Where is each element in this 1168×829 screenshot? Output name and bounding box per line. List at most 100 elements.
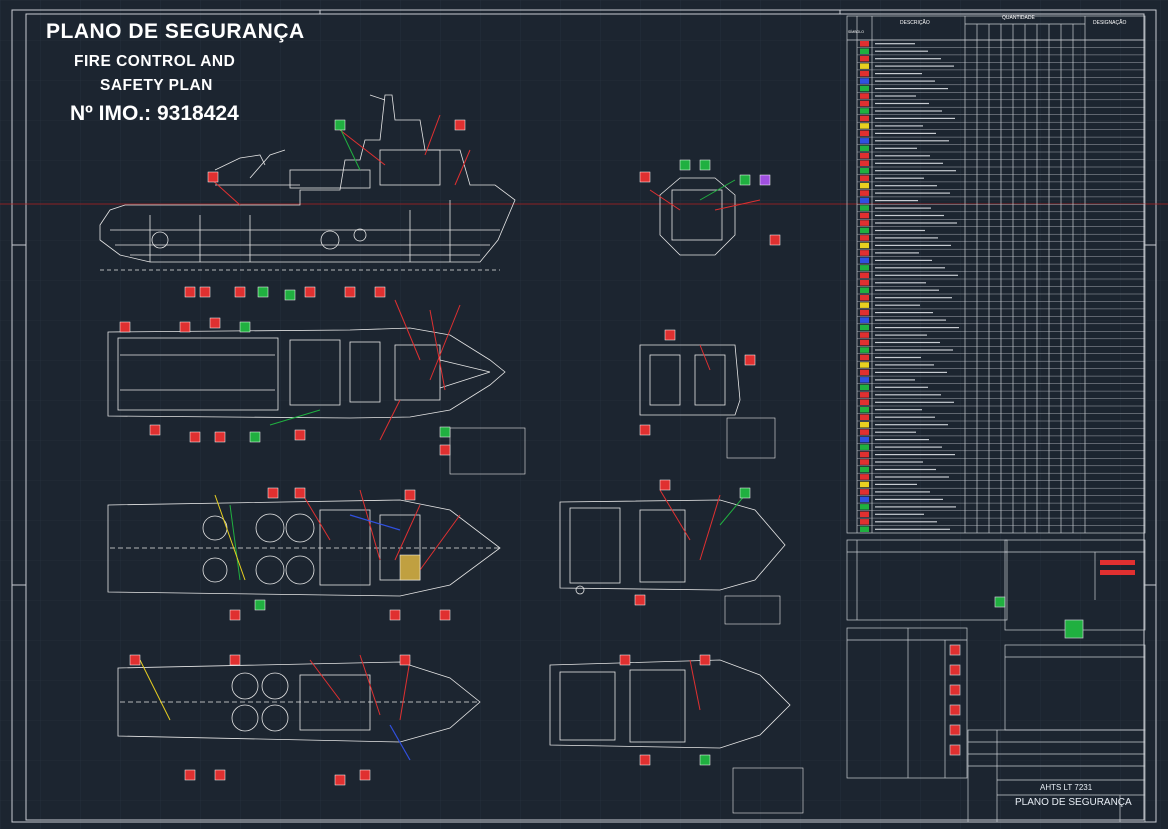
sheet-border (11, 9, 1157, 823)
legend-row-symbol (860, 197, 869, 204)
legend-row-symbol (860, 407, 869, 413)
plan-title-english-line1: FIRE CONTROL AND (74, 53, 236, 70)
yellow-routing-lines (139, 494, 246, 721)
legend-row-symbol (860, 160, 869, 166)
legend-row-description-mark (875, 73, 922, 75)
legend-row-description-mark (875, 88, 948, 90)
ship-profile-view (99, 94, 516, 271)
legend-row-description-mark (875, 327, 959, 329)
legend-row-symbol (860, 63, 869, 69)
legend-row-description-mark (875, 237, 938, 239)
plan-bridge-deck (639, 344, 741, 416)
legend-row-description-mark (875, 394, 941, 396)
legend-row-symbol (860, 309, 869, 316)
legend-row-symbol (860, 287, 869, 293)
legend-row-description-mark (875, 506, 956, 508)
legend-row-symbol (860, 220, 869, 226)
legend-row-symbol (860, 78, 869, 84)
legend-row-symbol (860, 190, 869, 196)
legend-row-symbol (860, 362, 869, 368)
deck-plan-tank-deck (107, 499, 501, 597)
legend-row-symbol (860, 100, 869, 107)
legend-row-symbol (860, 212, 869, 219)
legend-row-symbol (860, 384, 869, 391)
legend-row-description-mark (875, 289, 939, 291)
legend-row-symbol (860, 115, 869, 122)
ventilation-table (846, 627, 968, 779)
plan-forecastle-deck (549, 659, 791, 749)
legend-row-symbol (860, 436, 869, 443)
legend-row-description-mark (875, 401, 954, 403)
legend-row-description-mark (875, 461, 923, 463)
legend-row-description-mark (875, 214, 944, 217)
legend-row-description-mark (875, 468, 936, 471)
legend-row-symbol (860, 108, 869, 114)
legend-col-quantity: QUANTIDADE (1002, 15, 1035, 21)
legend-row-symbol (860, 205, 869, 211)
legend-row-description-mark (875, 476, 949, 478)
legend-row-description-mark (875, 274, 958, 276)
legend-row-symbol (860, 130, 869, 137)
legend-row-symbol (860, 55, 869, 62)
legend-row-symbol (860, 444, 869, 450)
title-block-drawing-title: PLANO DE SEGURANÇA (1015, 797, 1132, 808)
legend-row-symbol (860, 295, 869, 301)
legend-row-symbol (860, 429, 869, 435)
legend-row-description-mark (875, 297, 952, 299)
legend-row-symbol (860, 317, 869, 323)
plan-accommodation-deck (559, 499, 786, 595)
legend-row-symbol (860, 257, 869, 264)
legend-row-symbol (860, 250, 869, 256)
legend-row-description-mark (875, 244, 951, 246)
legend-row-description-mark (875, 371, 947, 373)
legend-row-description-mark (875, 349, 953, 351)
legend-row-description-mark (875, 80, 935, 82)
legend-row-description-mark (875, 312, 933, 314)
legend-row-description-mark (875, 528, 950, 530)
legend-row-description-mark (875, 521, 937, 523)
legend-row-symbol (860, 369, 869, 376)
legend-row-symbol (860, 339, 869, 346)
legend-row-symbol (860, 175, 869, 181)
legend-row-description-mark (875, 356, 921, 359)
legend-row-description-mark (875, 386, 928, 388)
legend-row-symbol (860, 519, 869, 525)
fire-routing-lines (209, 114, 761, 721)
legend-row-description-mark (875, 304, 920, 306)
legend-row-description-mark (875, 267, 945, 269)
legend-row-description-mark (875, 140, 949, 142)
legend-row-symbol (860, 496, 869, 503)
legend-row-symbol (860, 324, 869, 331)
legend-row-symbol (860, 48, 869, 54)
legend-row-symbol (860, 526, 869, 532)
title-block (967, 729, 1146, 823)
legend-row-description-mark (875, 147, 917, 149)
legend-row-description-mark (875, 334, 927, 336)
legend-table-frame (846, 15, 1146, 534)
legend-row-description-mark (875, 125, 923, 127)
legend-row-symbol (860, 422, 869, 428)
legend-col-designation: DESIGNAÇÃO (1093, 20, 1127, 26)
legend-row-description-mark (875, 431, 916, 433)
plan-title-portuguese: PLANO DE SEGURANÇA (46, 20, 305, 43)
safety-symbols (119, 119, 781, 786)
legend-row-description-mark (875, 65, 954, 67)
legend-row-symbol (860, 123, 869, 129)
legend-row-description-mark (875, 185, 937, 187)
title-block-vessel: AHTS LT 7231 (1040, 783, 1093, 792)
legend-row-description-mark (875, 155, 930, 157)
legend-row-description-mark (875, 446, 942, 448)
legend-col-symbol: SÍMBOLO (848, 30, 864, 34)
safety-routing-lines (229, 127, 746, 581)
legend-row-description-mark (875, 95, 916, 97)
legend-row-description-mark (875, 491, 930, 493)
legend-row-symbol (860, 182, 869, 189)
legend-row-symbol (860, 138, 869, 144)
legend-row-symbol (860, 414, 869, 420)
legend-row-description-mark (875, 416, 935, 418)
legend-row-symbol (860, 347, 869, 353)
legend-row-description-mark (875, 483, 917, 485)
legend-row-symbol (860, 354, 869, 361)
fire-detection-table (1004, 539, 1146, 639)
